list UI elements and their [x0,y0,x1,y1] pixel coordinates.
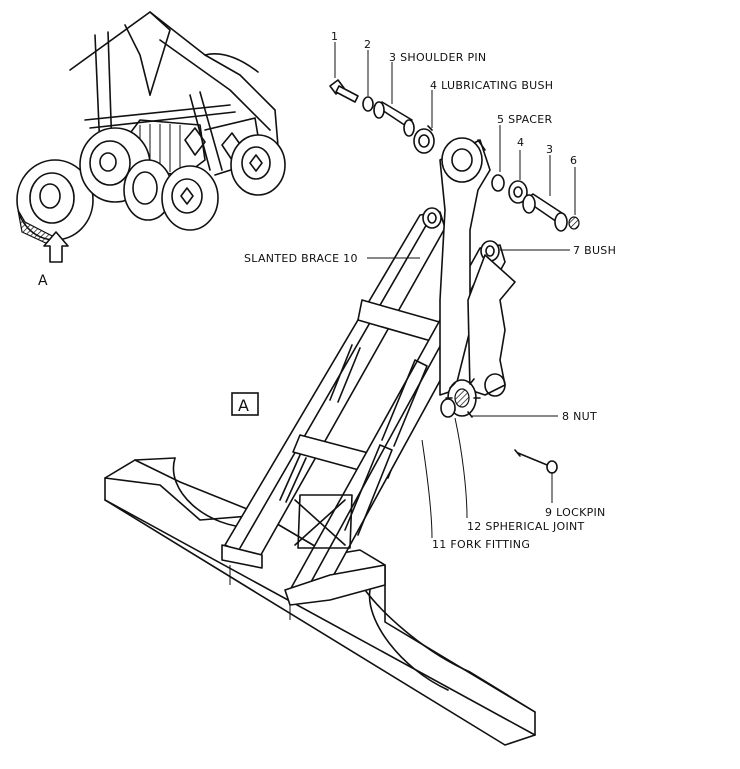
label-1: 1 [331,30,338,43]
lockpin-9 [514,449,558,474]
lubricating-bush-4 [413,125,435,154]
view-a-box: A [231,392,259,416]
side-bracket [467,254,516,397]
part-labels: 1 2 3 SHOULDER PIN 4 LUBRICATING BUSH 5 … [244,30,616,551]
label-8-nut: 8 NUT [562,410,597,423]
shoulder-pin-3b [522,193,568,232]
label-11-fork-fitting: 11 FORK FITTING [432,538,530,551]
callout-lines [334,42,576,539]
label-12-spherical-joint: 12 SPHERICAL JOINT [467,520,585,533]
label-4-lubricating-bush: 4 LUBRICATING BUSH [430,79,553,92]
lubricating-bush-4b [508,180,528,204]
label-slanted-brace: SLANTED BRACE 10 [244,252,358,265]
label-2: 2 [364,38,371,51]
view-a-arrow: A [38,231,69,289]
spacer-5 [491,174,505,192]
view-a-box-letter: A [238,396,249,415]
shoulder-pin-stack [329,79,580,232]
inset-wheel-middle [79,127,173,221]
label-5-spacer: 5 SPACER [497,113,552,126]
washer-2 [362,96,374,112]
bolt-1 [329,79,359,103]
label-4b: 4 [517,136,524,149]
base-beam [104,457,536,746]
inset-wheel-left [16,159,94,245]
view-a-arrow-letter: A [38,273,48,289]
label-7-bush: 7 BUSH [573,244,616,257]
inset-wheel-right [161,134,286,231]
main-assembly [104,79,580,746]
label-3b: 3 [546,143,553,156]
spherical-joint-12 [440,398,456,418]
label-3-shoulder-pin: 3 SHOULDER PIN [389,51,486,64]
label-6: 6 [570,154,577,167]
shoulder-pin-3 [373,101,415,137]
inset-gear-overview: A [16,11,286,289]
label-9-lockpin: 9 LOCKPIN [545,506,606,519]
washer-6 [568,216,580,230]
